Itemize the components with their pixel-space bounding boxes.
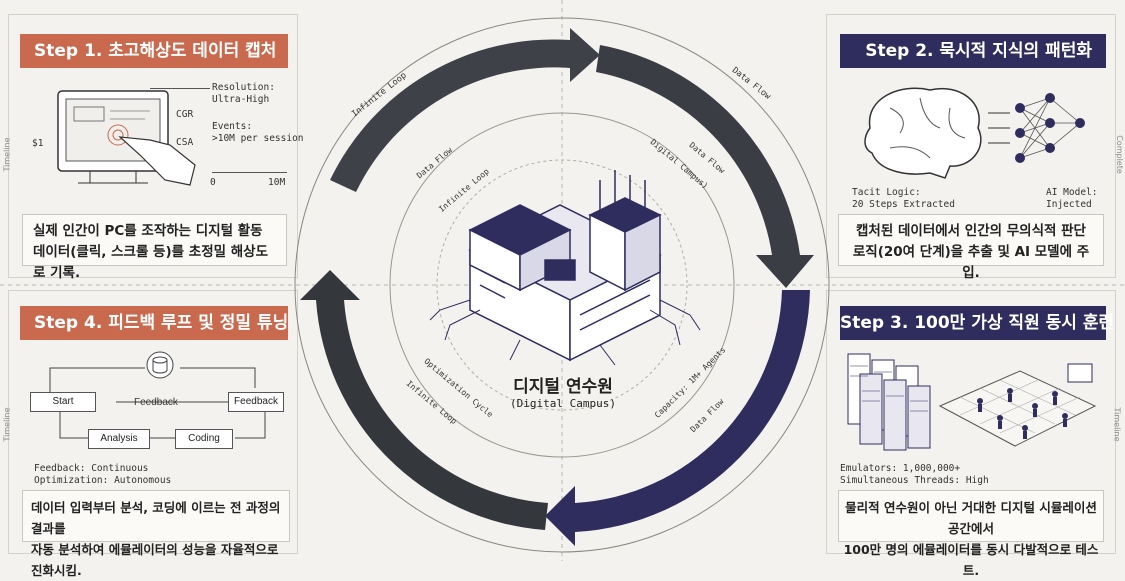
center-title: 디지털 연수원 [513,377,613,397]
arrow-top [330,28,600,192]
server-rack-icon [847,353,931,451]
step1-axis-start: 0 [210,177,216,188]
center-subtitle: (Digital Campus) [510,397,616,410]
step1-tick-left: $1 [32,138,44,149]
step1-axis-end: 10M [268,177,286,188]
flow-start-box: Start [30,392,96,412]
step2-tacit-label: Tacit Logic: [852,187,921,198]
step2-illustration [864,87,1085,179]
arrow-bottom-right [545,290,810,546]
step1-cgr: CGR [176,109,194,120]
ring-label-digital-campus: Digital Campus) [649,137,710,190]
neural-network-icon [1019,97,1081,159]
flow-feedback-box: Feedback [228,392,284,412]
arrow-left [300,270,548,530]
step1-frame [8,14,298,278]
step3-desc-line2: 100만 명의 에뮬레이터를 동시 다발적으로 테스트. [843,542,1099,578]
step3-emulators: Emulators: 1,000,000+ [840,463,961,474]
step2-desc-line1: 캡처된 데이터에서 인간의 무의식적 판단 [856,223,1086,239]
hand-icon [118,136,196,186]
ring-label-data-flow-inner-left: Data Flow [415,145,454,180]
step3-illustration [847,353,1097,451]
step4-desc-line1: 데이터 입력부터 분석, 코딩에 이르는 전 과정의 결과를 [31,500,281,536]
agent-figures [977,388,1068,439]
step4-desc-line2: 자동 분석하여 에뮬레이터의 성능을 자율적으로 진화시킴. [31,542,279,578]
ring-label-data-flow-bottom-right: Data Flow [689,397,726,434]
step1-desc-line2: 데이터(클릭, 스크롤 등)를 초정밀 해상도로 기록. [33,244,268,281]
step2-frame [826,14,1116,278]
step2-description: 캡처된 데이터에서 인간의 무의식적 판단 로직(20여 단계)을 추출 및 A… [838,214,1104,281]
step4-description: 데이터 입력부터 분석, 코딩에 이르는 전 과정의 결과를 자동 분석하여 에… [22,490,290,578]
step3-frame [826,290,1116,554]
step2-ai-value: Injected [1046,199,1092,210]
step3-title: Step 3. 100만 가상 직원 동시 훈련 [840,306,1114,340]
step1-desc-line1: 실제 인간이 PC를 조작하는 디지털 활동 [33,223,263,239]
step4-title: Step 4. 피드백 루프 및 정밀 튜닝 [20,306,288,340]
flow-feedback-label: Feedback [134,397,178,408]
step4-fb-continuous: Feedback: Continuous [34,463,149,474]
cycle-diagram: Infinite Loop Data Flow Data Flow Infini… [0,0,1125,561]
step2-tacit-value: 20 Steps Extracted [852,199,955,210]
step1-csa: CSA [176,137,194,148]
step2-ai-label: AI Model: [1046,187,1098,198]
flow-analysis-box: Analysis [88,429,150,449]
step2-desc-line2: 로직(20여 단계)을 추출 및 AI 모델에 주입. [852,244,1090,281]
step1-res-label: Resolution: [212,82,275,93]
step3-description: 물리적 연수원이 아닌 거대한 디지털 시뮬레이션 공간에서 100만 명의 에… [838,490,1104,578]
step1-res-value: Ultra-High [212,94,270,105]
step1-illustration [57,90,196,186]
brain-icon [864,87,982,179]
step1-events-label: Events: [212,121,253,132]
step4-flow-lines [49,351,266,439]
arrow-right [596,45,814,288]
flow-coding-box: Coding [175,429,233,449]
step3-threads: Simultaneous Threads: High [840,475,989,486]
step4-opt-autonomous: Optimization: Autonomous [34,475,172,486]
database-icon [146,351,174,379]
step1-events-value: >10M per session [212,133,304,144]
step1-callout-line [150,88,210,89]
step3-desc-line1: 물리적 연수원이 아닌 거대한 디지털 시뮬레이션 공간에서 [845,500,1097,536]
step1-title: Step 1. 초고해상도 데이터 캡처 [20,34,288,68]
step1-axis-line [212,172,287,173]
campus-building-illustration [468,170,662,362]
step4-frame [8,290,298,554]
step2-title: Step 2. 묵시적 지식의 패턴화 [840,34,1106,68]
step1-description: 실제 인간이 PC를 조작하는 디지털 활동 데이터(클릭, 스크롤 등)를 초… [22,214,287,281]
